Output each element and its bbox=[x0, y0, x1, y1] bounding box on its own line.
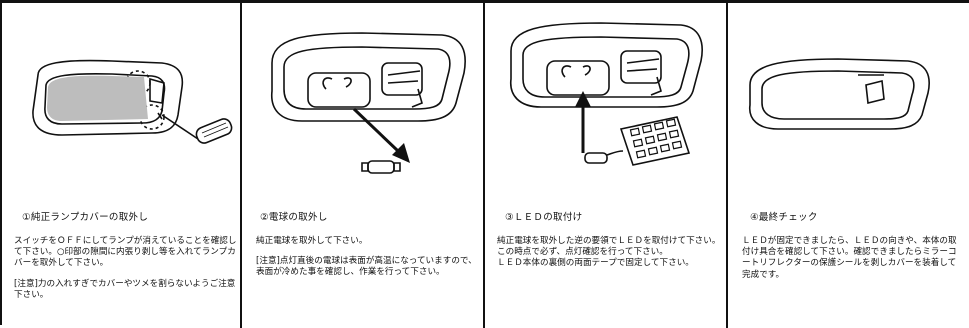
led-install-illustration bbox=[510, 22, 703, 166]
step-4-paragraph-1: ＬＥＤが固定できましたら、ＬＥＤの向きや、本体の取付け具合を確認して下さい。確認… bbox=[742, 236, 957, 280]
final-check-illustration bbox=[749, 58, 930, 130]
step-1-body: スイッチをＯＦＦにしてランプが消えていることを確認して下さい。○印部の隙間に内張… bbox=[14, 236, 238, 301]
step-panel-2: ②電球の取外し 純正電球を取外して下さい。 [注意]点灯直後の電球は表面が高温に… bbox=[242, 3, 485, 328]
step-3-paragraph-2: ＬＥＤ本体の裏側の両面テープで固定して下さい。 bbox=[497, 258, 694, 269]
step-2-paragraph-1: 純正電球を取外して下さい。 bbox=[256, 236, 368, 246]
step-1-paragraph-1: スイッチをＯＦＦにしてランプが消えていることを確認して下さい。○印部の隙間に内張… bbox=[14, 236, 237, 269]
step-1-paragraph-2: [注意]力の入れすぎでカバーやツメを割らないようご注意下さい。 bbox=[14, 278, 236, 300]
bulb-removal-illustration bbox=[271, 32, 466, 174]
step-3-body: 純正電球を取外した逆の要領でＬＥＤを取付けて下さい。この時点で必ず、点灯確認を行… bbox=[497, 236, 723, 270]
step-2-paragraph-2: [注意]点灯直後の電球は表面が高温になっていますので、表面が冷めた事を確認し、作… bbox=[256, 256, 477, 278]
step-2-body: 純正電球を取外して下さい。 [注意]点灯直後の電球は表面が高温になっていますので… bbox=[256, 236, 480, 279]
step-4-title: ④最終チェック bbox=[750, 212, 818, 223]
step-2-title: ②電球の取外し bbox=[260, 212, 328, 223]
step-1-title: ①純正ランプカバーの取外し bbox=[22, 212, 149, 223]
step-3-title: ③ＬＥＤの取付け bbox=[505, 212, 583, 223]
step-panel-4: ④最終チェック ＬＥＤが固定できましたら、ＬＥＤの向きや、本体の取付け具合を確認… bbox=[728, 3, 969, 328]
cover-removal-illustration bbox=[32, 59, 233, 144]
step-3-paragraph-1: 純正電球を取外した逆の要領でＬＥＤを取付けて下さい。この時点で必ず、点灯確認を行… bbox=[497, 236, 721, 258]
step-panel-3: ③ＬＥＤの取付け 純正電球を取外した逆の要領でＬＥＤを取付けて下さい。この時点で… bbox=[485, 3, 728, 328]
step-4-body: ＬＥＤが固定できましたら、ＬＥＤの向きや、本体の取付け具合を確認して下さい。確認… bbox=[742, 236, 964, 281]
step-panel-1: ①純正ランプカバーの取外し スイッチをＯＦＦにしてランプが消えていることを確認し… bbox=[2, 3, 242, 328]
